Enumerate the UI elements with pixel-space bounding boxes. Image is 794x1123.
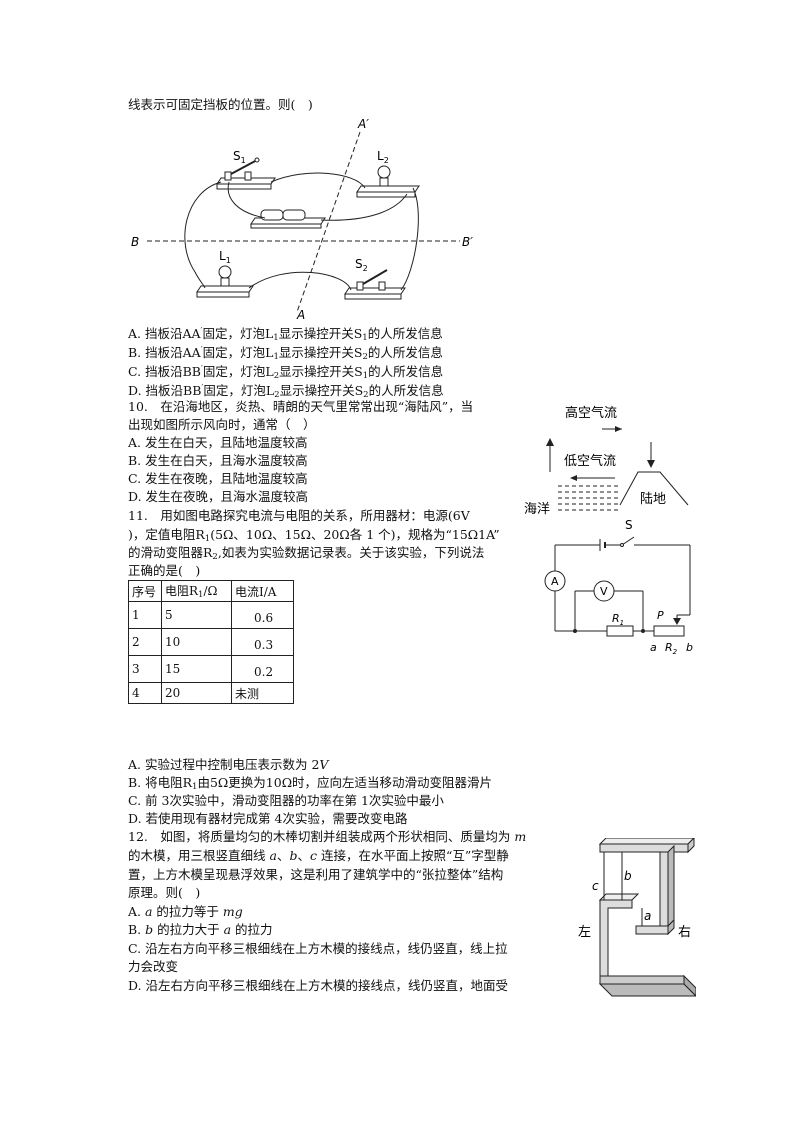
- q11-option-c: C. 前 3次实验中，滑动变阻器的功率在第 1次实验中最小: [128, 793, 444, 808]
- sea-land-breeze-diagram: 高空气流 低空气流 海洋 陆地: [524, 405, 689, 517]
- q9-option-c: C. 挡板沿BB′固定，灯泡L2显示操控开关S1的人所发信息: [128, 364, 444, 381]
- q11-option-a: A. 实验过程中控制电压表示数为 2V: [128, 757, 329, 772]
- arrow-up-icon: [546, 438, 554, 446]
- s1-label: S1: [233, 149, 246, 165]
- slider-arrow-icon: [673, 618, 681, 625]
- q12-stem-line2: 的木模，用三根竖直细线 a、b、c 连接，在水平面上按照“互”字型静: [128, 848, 509, 863]
- header-resistance: 电阻R1/Ω: [161, 580, 232, 602]
- l2-label: L2: [377, 149, 389, 165]
- a-label: a: [650, 641, 657, 654]
- switch-s2: [344, 269, 406, 300]
- p-label: P: [657, 609, 664, 622]
- b-label: b: [686, 641, 693, 654]
- arrow-left-icon: [570, 475, 577, 481]
- switch-s1: [216, 157, 276, 190]
- sea-surface: [558, 485, 620, 511]
- q9-option-b: B. 挡板沿AA′固定，灯泡L1显示操控开关S2的人所发信息: [128, 345, 443, 362]
- q12-option-c-line2: 力会改变: [128, 959, 179, 974]
- svg-text:V: V: [600, 585, 608, 598]
- c-label: c: [592, 879, 599, 893]
- l1-label: L1: [219, 249, 231, 265]
- q9-circuit-diagram: A′ A B B′ S1 L2 L1 S2: [131, 117, 473, 322]
- label-b-left: B: [131, 235, 139, 249]
- svg-text:A: A: [551, 575, 559, 588]
- q10-option-d: D. 发生在夜晚，且海水温度较高: [128, 489, 309, 504]
- q12-option-a: A. a 的拉力等于 mg: [128, 904, 243, 919]
- sea-label: 海洋: [524, 502, 550, 517]
- q10-option-b: B. 发生在白天，且海水温度较高: [128, 453, 308, 468]
- q10-option-a: A. 发生在白天，且陆地温度较高: [128, 435, 308, 450]
- q10-option-c: C. 发生在夜晚，且陆地温度较高: [128, 471, 308, 486]
- land-label: 陆地: [640, 491, 666, 507]
- voltmeter-icon: [593, 580, 615, 602]
- table-header-row: 序号 电阻R1/Ω 电流I/A: [128, 580, 294, 602]
- label-a-bottom: A: [296, 308, 305, 322]
- q11-option-d: D. 若使用现有器材完成第 4次实验，需要改变电路: [128, 811, 408, 826]
- q10-stem-line2: 出现如图所示风向时，通常（ ）: [128, 417, 316, 432]
- battery: [250, 209, 326, 229]
- q9-option-a: A. 挡板沿AA′固定，灯泡L1显示操控开关S1的人所发信息: [128, 326, 443, 343]
- a-label: a: [644, 909, 651, 923]
- s2-label: S2: [355, 257, 368, 273]
- q11-option-b: B. 将电阻R1由5Ω更换为10Ω时，应向左适当移动滑动变阻器滑片: [128, 775, 493, 792]
- switch-label: S: [625, 518, 633, 532]
- arrow-right-icon: [615, 426, 622, 432]
- lamp-l1: [196, 265, 254, 298]
- left-label: 左: [578, 925, 591, 940]
- q12-option-d: D. 沿左右方向平移三根细线在上方木模的接线点，线仍竖直，地面受: [128, 978, 509, 993]
- q11-circuit-diagram: A V S R1 P a R2 b: [544, 518, 693, 656]
- lamp-l2: [356, 165, 420, 198]
- q11-stem-line1: 11. 用如图电路探究电流与电阻的关系，所用器材：电源(6V: [128, 508, 470, 523]
- right-label: 右: [678, 925, 691, 940]
- header-index: 序号: [128, 580, 162, 602]
- tensegrity-model-diagram: c b a 左 右: [578, 838, 696, 997]
- high-air-label: 高空气流: [565, 405, 617, 421]
- label-b-right: B′: [462, 235, 473, 249]
- b-label: b: [624, 869, 632, 883]
- r1-label: R1: [612, 612, 624, 627]
- q11-stem-line4: 正确的是( ): [128, 563, 201, 578]
- label-a-top: A′: [357, 117, 369, 131]
- header-current: 电流I/A: [231, 580, 294, 602]
- r2-label: R2: [665, 641, 678, 656]
- q12-stem-line1: 12. 如图，将质量均匀的木棒切割并组装成两个形状相同、质量均为 m: [128, 829, 527, 844]
- q10-stem-line1: 10. 在沿海地区，炎热、晴朗的天气里常常出现“海陆风”，当: [128, 399, 474, 414]
- q12-stem-line4: 原理。则( ): [128, 885, 201, 900]
- q9-stem-tail: 线表示可固定挡板的位置。则( ): [128, 97, 313, 112]
- ammeter-icon: [544, 570, 566, 592]
- q11-stem-line2: )，定值电阻R1(5Ω、10Ω、15Ω、20Ω各 1 个)，规格为“15Ω1A”: [128, 527, 500, 544]
- arrow-down-icon: [647, 460, 655, 468]
- q11-stem-line3: 的滑动变阻器R2,如表为实验数据记录表。关于该实验，下列说法: [128, 545, 485, 562]
- q12-option-b: B. b 的拉力大于 a 的拉力: [128, 922, 273, 937]
- q12-stem-line3: 置，上方木模呈现悬浮效果，这是利用了建筑学中的“张拉整体”结构: [128, 867, 504, 882]
- q9-option-d: D. 挡板沿BB′固定，灯泡L2显示操控开关S2的人所发信息: [128, 383, 444, 400]
- q12-option-c-line1: C. 沿左右方向平移三根细线在上方木模的接线点，线仍竖直，线上拉: [128, 941, 508, 956]
- low-air-label: 低空气流: [564, 453, 616, 469]
